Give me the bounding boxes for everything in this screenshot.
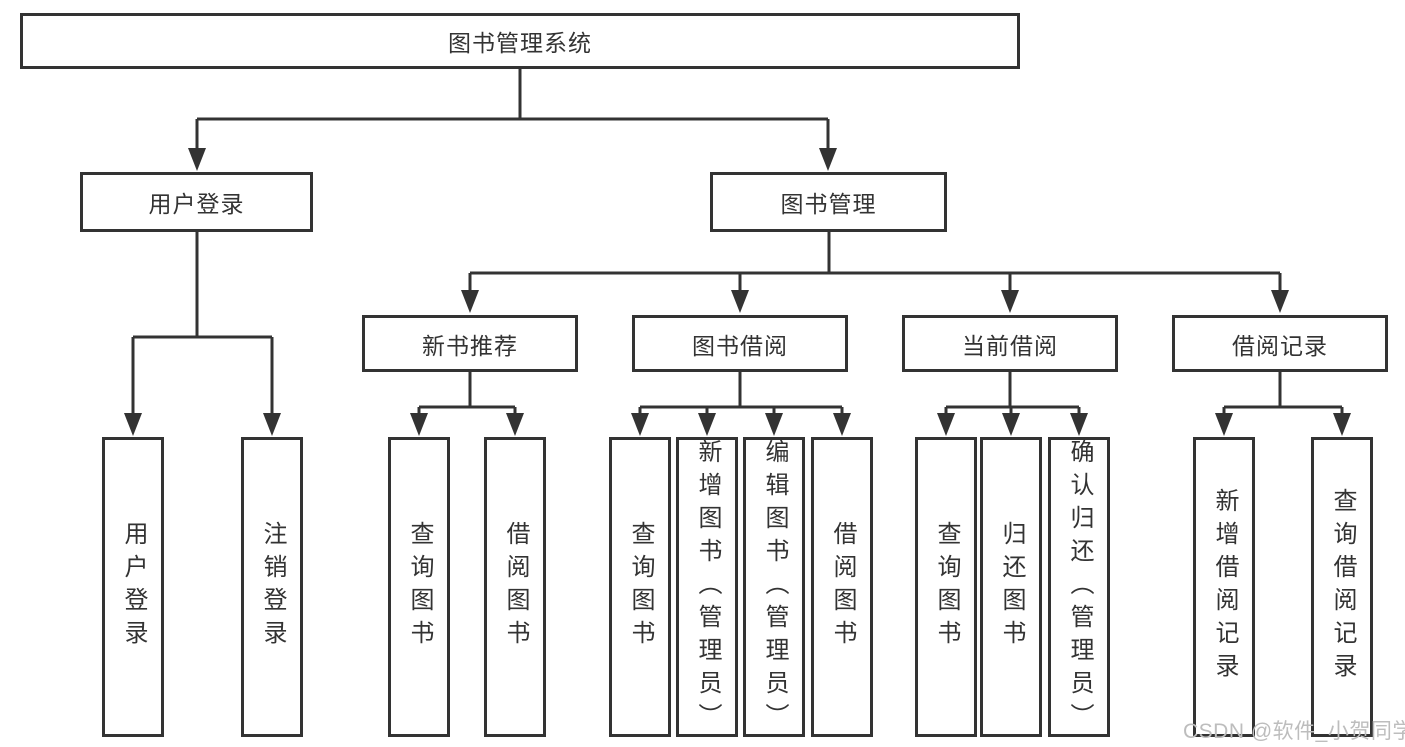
leaf-user-login: 用户登录 (102, 437, 164, 737)
leaf-confirm-return-admin: 确认归还（管理员） (1048, 437, 1110, 737)
leaf-logout: 注销登录 (241, 437, 303, 737)
leaf-add-book-admin-label: 新增图书（管理员） (694, 438, 721, 736)
leaf-query-books-recommend: 查询图书 (388, 437, 450, 737)
leaf-query-books-current-label: 查询图书 (933, 521, 960, 653)
leaf-query-books-current: 查询图书 (915, 437, 977, 737)
leaf-add-book-admin: 新增图书（管理员） (676, 437, 738, 737)
node-user-login: 用户登录 (80, 172, 313, 232)
node-book-management: 图书管理 (710, 172, 947, 232)
leaf-query-books-borrowing-label: 查询图书 (627, 521, 654, 653)
leaf-query-books-borrowing: 查询图书 (609, 437, 671, 737)
leaf-return-books-label: 归还图书 (998, 521, 1025, 653)
leaf-edit-book-admin-label: 编辑图书（管理员） (761, 438, 788, 736)
leaf-query-borrow-record: 查询借阅记录 (1311, 437, 1373, 737)
csdn-watermark: CSDN @软件_小贺同学 (1183, 720, 1405, 743)
node-book-borrowing-label: 图书借阅 (692, 332, 788, 359)
leaf-query-borrow-record-label: 查询借阅记录 (1329, 488, 1356, 686)
leaf-add-borrow-record-label: 新增借阅记录 (1211, 488, 1238, 686)
leaf-edit-book-admin: 编辑图书（管理员） (743, 437, 805, 737)
node-new-book-recommend: 新书推荐 (362, 315, 578, 372)
node-borrowing-records-label: 借阅记录 (1232, 332, 1328, 359)
node-new-book-recommend-label: 新书推荐 (422, 332, 518, 359)
leaf-confirm-return-admin-label: 确认归还（管理员） (1066, 438, 1093, 736)
node-user-login-label: 用户登录 (148, 191, 245, 217)
leaf-add-borrow-record: 新增借阅记录 (1193, 437, 1255, 737)
node-book-borrowing: 图书借阅 (632, 315, 848, 372)
leaf-borrow-books-recommend: 借阅图书 (484, 437, 546, 737)
node-root: 图书管理系统 (20, 13, 1020, 69)
leaf-borrow-books: 借阅图书 (811, 437, 873, 737)
leaf-borrow-books-label: 借阅图书 (829, 521, 856, 653)
node-borrowing-records: 借阅记录 (1172, 315, 1388, 372)
leaf-borrow-books-recommend-label: 借阅图书 (502, 521, 529, 653)
leaf-logout-label: 注销登录 (259, 521, 286, 653)
node-current-borrowing: 当前借阅 (902, 315, 1118, 372)
leaf-return-books: 归还图书 (980, 437, 1042, 737)
leaf-user-login-label: 用户登录 (120, 521, 147, 653)
leaf-query-books-recommend-label: 查询图书 (406, 521, 433, 653)
node-book-management-label: 图书管理 (780, 191, 877, 217)
node-current-borrowing-label: 当前借阅 (962, 332, 1058, 359)
node-root-label: 图书管理系统 (448, 30, 592, 56)
